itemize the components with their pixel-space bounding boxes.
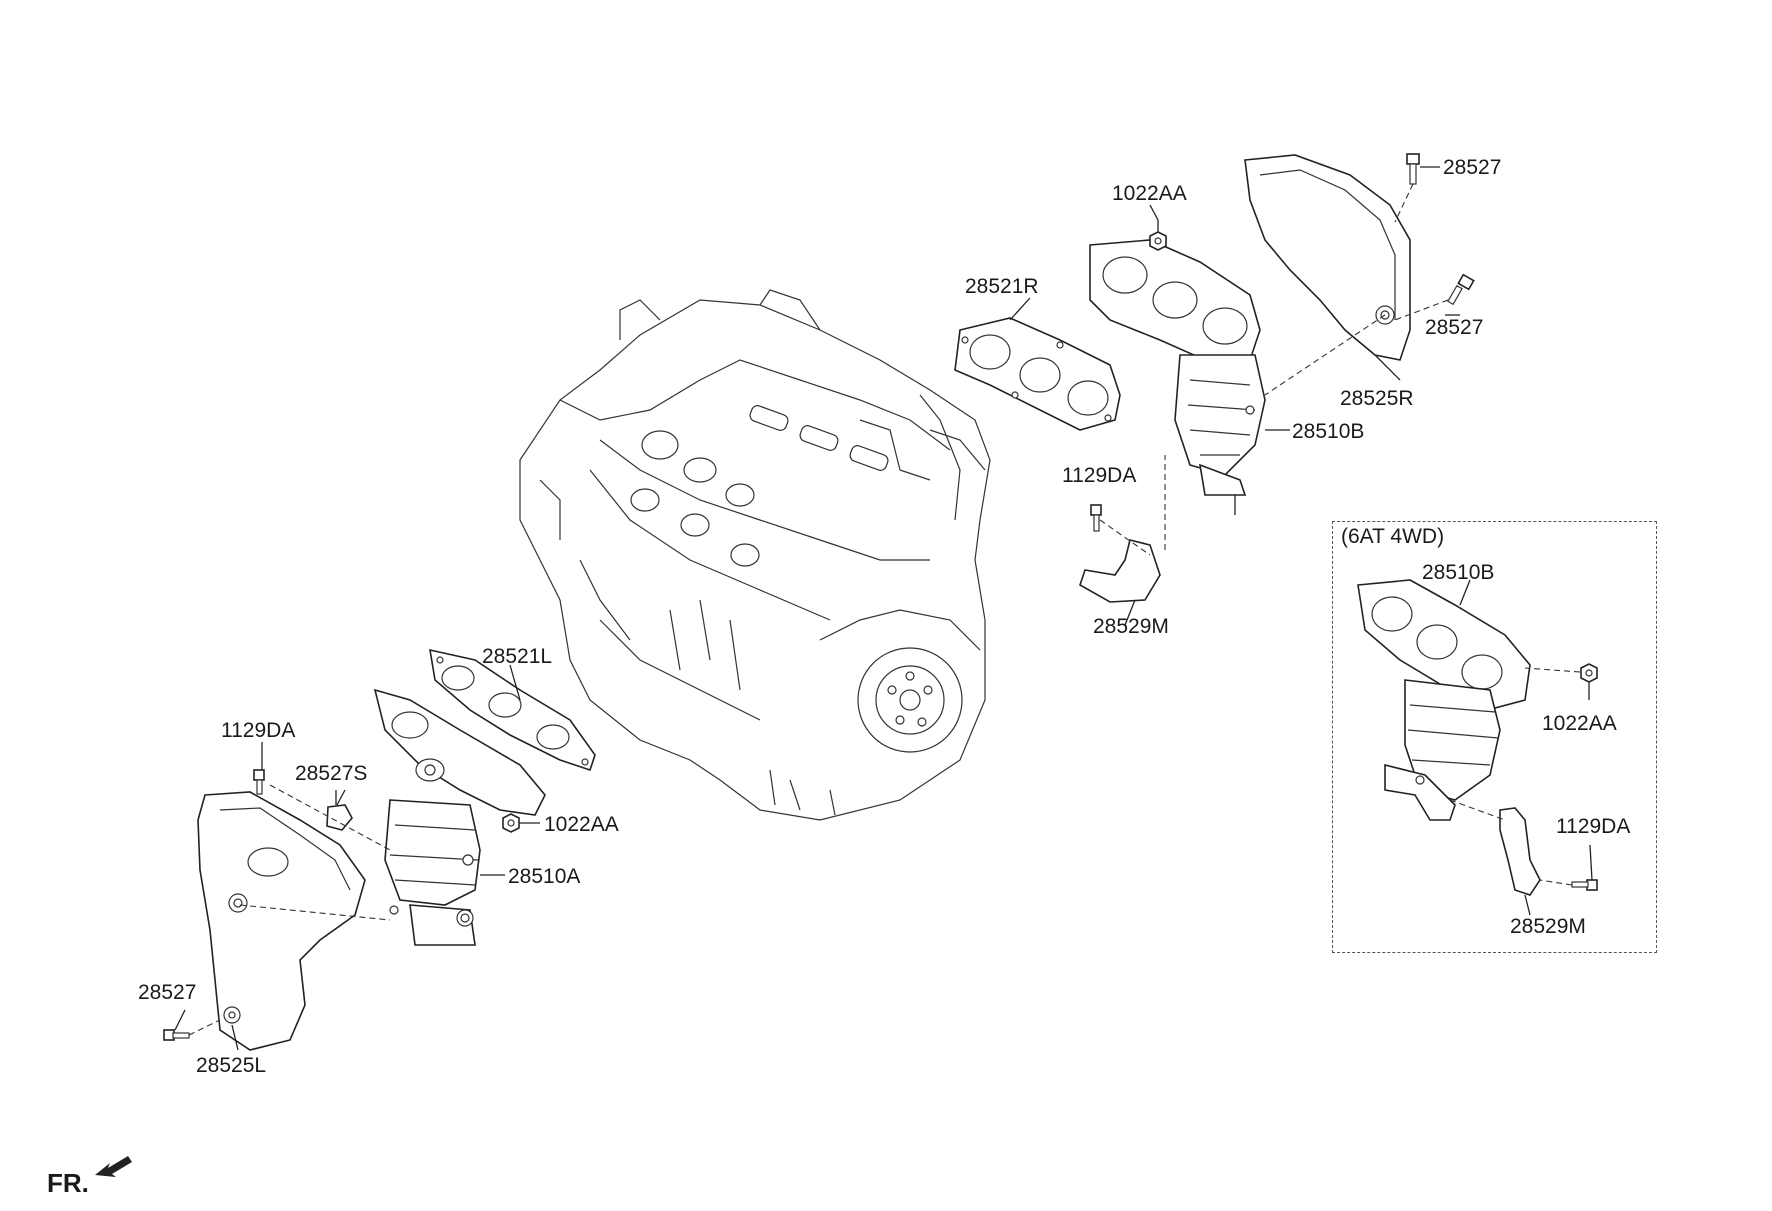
label-28521R[interactable]: 28521R [965, 275, 1039, 298]
bolt-28527-bottom [163, 1019, 221, 1041]
engine-block [519, 289, 991, 821]
dash-shield-to-manifold [1264, 314, 1386, 396]
bolt-1129DA-left [253, 769, 391, 851]
label-28525R[interactable]: 28525R [1340, 387, 1414, 410]
front-arrow-icon [95, 1156, 132, 1177]
dash-shield-to-cat [239, 904, 391, 921]
bolt-28527-right [1394, 273, 1475, 321]
variant-6AT-4WD-box [1332, 521, 1657, 953]
front-indicator-label: FR. [47, 1168, 89, 1198]
variant-label-28510B[interactable]: 28510B [1422, 561, 1495, 584]
manifold-28510B [1089, 239, 1266, 515]
variant-bracket-28529M [1449, 799, 1541, 896]
label-28527-right[interactable]: 28527 [1425, 316, 1484, 339]
bolt-1129DA-mid [1090, 504, 1151, 556]
label-28521L[interactable]: 28521L [482, 645, 553, 668]
bracket-28529M [1079, 455, 1166, 603]
heat-shield-28525R [1244, 154, 1411, 361]
heat-shield-28525L [197, 791, 366, 1051]
nut-small-left [389, 905, 399, 915]
variant-title: (6AT 4WD) [1341, 525, 1445, 548]
variant-label-1129DA[interactable]: 1129DA [1556, 815, 1631, 838]
label-1022AA-top[interactable]: 1022AA [1112, 182, 1187, 205]
label-28525L[interactable]: 28525L [196, 1054, 267, 1077]
nut-1022AA-left [502, 813, 520, 833]
variant-label-1022AA[interactable]: 1022AA [1542, 712, 1617, 735]
variant-nut-1022AA [1524, 663, 1598, 700]
leader-lines [174, 166, 1593, 1051]
bolt-28527-top [1394, 153, 1420, 223]
label-28527-bottom[interactable]: 28527 [138, 981, 197, 1004]
nut-1022AA-top [1149, 220, 1167, 251]
label-28527S[interactable]: 28527S [295, 762, 368, 785]
manifold-28510A [373, 688, 546, 946]
label-1129DA-mid[interactable]: 1129DA [1062, 464, 1137, 487]
label-28529M[interactable]: 28529M [1093, 615, 1169, 638]
label-1129DA-left[interactable]: 1129DA [221, 719, 296, 742]
variant-manifold-28510B [1357, 579, 1531, 821]
spacer-28527S [326, 790, 353, 831]
gasket-28521R [954, 317, 1121, 431]
label-1022AA-left[interactable]: 1022AA [544, 813, 619, 836]
gasket-28521L [429, 648, 596, 772]
variant-label-28529M[interactable]: 28529M [1510, 915, 1586, 938]
label-28510B[interactable]: 28510B [1292, 420, 1365, 443]
label-28510A[interactable]: 28510A [508, 865, 581, 888]
label-28527-top[interactable]: 28527 [1443, 156, 1502, 179]
